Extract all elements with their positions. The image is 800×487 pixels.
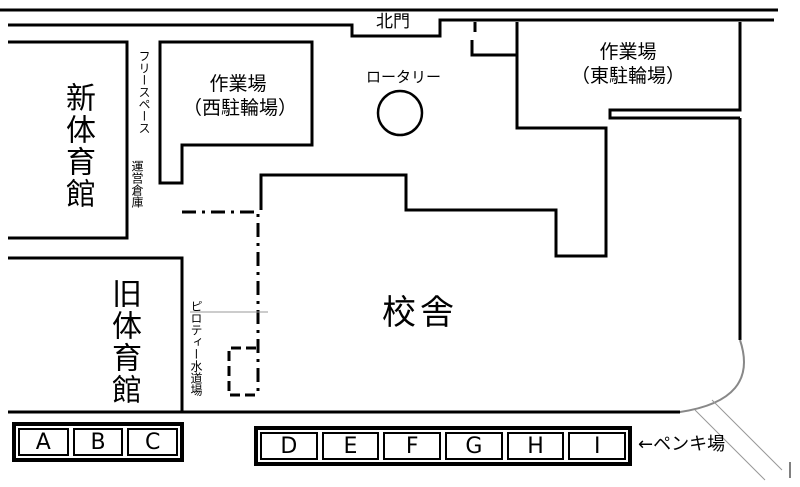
paint-spot-h[interactable]: H [506,432,565,460]
paint-spots-left: A B C [12,422,184,462]
work-west-outline [158,40,314,185]
paint-spot-a[interactable]: A [18,428,69,456]
rotary-label: ロータリー [366,68,442,86]
free-space-label: フリースペース [137,50,151,134]
north-gate-label: 北門 [376,12,410,32]
work-west-subtitle: （西駐輪場） [183,97,298,119]
work-east-outline [259,22,608,258]
paint-spot-g[interactable]: G [445,432,503,460]
new-gym-label: 新体育館 [60,82,95,210]
paint-spot-f[interactable]: F [383,432,442,460]
paint-area-label: ←ペンキ場 [638,434,726,455]
school-building-label: 校舎 [382,293,458,333]
north-gate-wall [8,18,774,38]
work-east-subtitle: （東駐輪場） [570,65,685,87]
paint-spot-d[interactable]: D [260,432,318,460]
work-west-label: 作業場 （西駐輪場） [183,72,298,120]
paint-spots-right: D E F G H I [254,426,632,466]
gate-post [470,22,517,57]
piloti-inner-dashed [227,346,256,397]
east-area-right-wall [608,22,742,120]
work-west-title: 作業場 [209,73,267,95]
paint-spot-c[interactable]: C [127,428,179,456]
piloti-water-label: ピロティー水道場 [189,300,203,396]
southeast-path [694,399,783,481]
paint-spot-i[interactable]: I [568,432,627,460]
rotary-circle [376,89,424,137]
school-south-curve [180,339,745,413]
work-east-label: 作業場 （東駐輪場） [565,40,691,88]
old-gym-label: 旧体育館 [106,278,141,406]
paint-spot-b[interactable]: B [72,428,124,456]
work-east-title: 作業場 [599,41,657,63]
paint-spot-e[interactable]: E [321,432,380,460]
old-gym-outline [8,256,184,414]
new-gym-outline [8,40,129,240]
management-storage-label: 運営倉庫 [130,160,144,208]
